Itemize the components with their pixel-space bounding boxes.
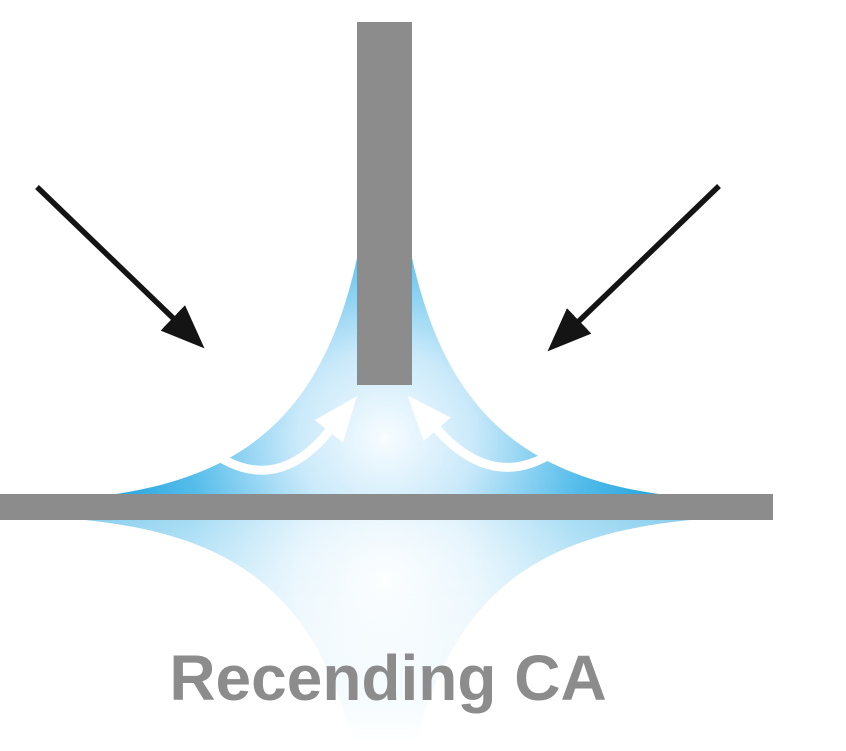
left-receding-arrow-icon [211,396,358,475]
right-inward-arrow-icon [547,184,721,352]
right-receding-arrow-icon [407,395,559,472]
droplet-reflection [85,520,690,751]
left-inward-arrow-icon [35,185,205,349]
substrate-surface [0,494,773,520]
needle-rod [357,22,412,385]
caption-label: Recending CA [169,642,606,714]
